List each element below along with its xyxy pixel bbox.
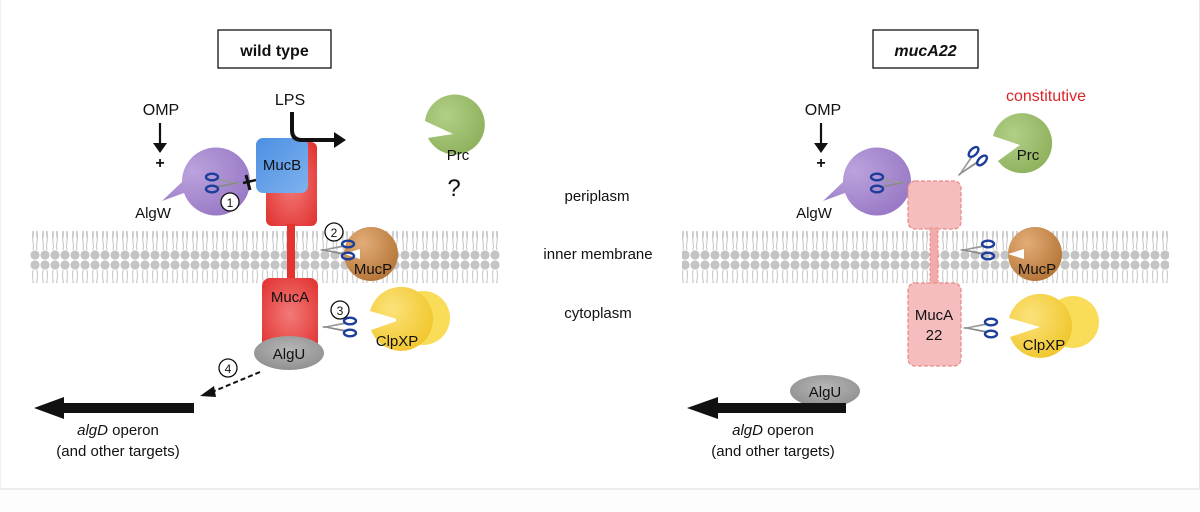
step-3-marker bbox=[330, 300, 350, 320]
mucA22-panel: mucA22 OMP + AlgW MucA 22 constitutive P… bbox=[682, 29, 1169, 460]
algd-operon-arrow-right bbox=[714, 403, 846, 413]
operon-label-right: algD operon bbox=[732, 422, 814, 439]
activation-plus-right: + bbox=[816, 155, 825, 172]
mucA-pathway-diagram: wild type OMP + AlgW 1 MucA MucB LPS Prc bbox=[30, 29, 1169, 460]
prc-label-left: Prc bbox=[447, 147, 470, 164]
step-1-marker bbox=[220, 192, 240, 212]
clpxp-label-right: ClpXP bbox=[1023, 337, 1066, 354]
mucp-protease-right bbox=[1008, 227, 1062, 281]
muca-cytoplasmic-domain bbox=[262, 278, 318, 350]
algu-label-right: AlgU bbox=[809, 384, 842, 401]
footer-divider bbox=[0, 488, 1200, 490]
muca22-label-line1: MucA bbox=[915, 307, 953, 324]
muca22-periplasmic-ghost bbox=[907, 180, 962, 230]
step-4-marker bbox=[218, 358, 238, 378]
inhibition-bar bbox=[244, 174, 252, 191]
svg-text:3: 3 bbox=[337, 304, 344, 318]
mucA22-title-box bbox=[872, 29, 979, 69]
svg-text:2: 2 bbox=[331, 226, 338, 240]
omp-label-left: OMP bbox=[143, 102, 179, 119]
prc-unknown-question-mark: ? bbox=[447, 175, 460, 202]
muca22-label-line2: 22 bbox=[926, 327, 943, 344]
operon-label-left: algD operon bbox=[77, 422, 159, 439]
mucb-label: MucB bbox=[263, 157, 301, 174]
wild-type-title: wild type bbox=[239, 43, 309, 60]
muca-label: MucA bbox=[271, 289, 309, 306]
constitutive-label: constitutive bbox=[1006, 88, 1086, 105]
inner-membrane-label: inner membrane bbox=[543, 246, 652, 263]
svg-text:4: 4 bbox=[225, 362, 232, 376]
inner-membrane-bilayer-left bbox=[30, 231, 500, 283]
algw-label-right: AlgW bbox=[796, 205, 833, 222]
operon-sublabel-right: (and other targets) bbox=[711, 443, 834, 460]
prc-protease-right bbox=[993, 113, 1053, 174]
operon-sublabel-left: (and other targets) bbox=[56, 443, 179, 460]
algw-protease-right bbox=[823, 147, 911, 216]
clpxp-protease-left bbox=[370, 286, 434, 351]
prc-label-right: Prc bbox=[1017, 147, 1040, 164]
lps-label: LPS bbox=[275, 92, 305, 109]
wild-type-title-box bbox=[217, 29, 332, 69]
muca-transmembrane-segment bbox=[287, 224, 295, 284]
lps-arrow bbox=[290, 112, 336, 142]
algw-label-left: AlgW bbox=[135, 205, 172, 222]
scissors-icon-prc-cut bbox=[950, 144, 990, 184]
algu-sigma-factor-right bbox=[790, 375, 860, 407]
omp-label-right: OMP bbox=[805, 102, 841, 119]
mucp-protease-left bbox=[344, 227, 398, 281]
algu-sigma-factor-left bbox=[254, 336, 324, 370]
release-dashed-arrow bbox=[211, 371, 261, 393]
scissors-icon-clpxp-cut bbox=[961, 317, 999, 339]
algd-operon-arrow-left bbox=[60, 403, 194, 413]
clpxp-protease-right bbox=[1009, 293, 1073, 358]
svg-text:1: 1 bbox=[227, 196, 234, 210]
mucp-label-right: MucP bbox=[1018, 261, 1056, 278]
mucA22-title: mucA22 bbox=[894, 43, 956, 60]
cytoplasm-label: cytoplasm bbox=[564, 305, 632, 322]
scissors-icon-cleavage-3 bbox=[320, 316, 358, 338]
activation-plus-left: + bbox=[155, 155, 164, 172]
mucb-protein bbox=[256, 138, 308, 193]
mucp-label-left: MucP bbox=[354, 261, 392, 278]
muca22-transmembrane-ghost bbox=[929, 227, 939, 285]
muca22-cytoplasmic-domain bbox=[907, 282, 962, 367]
algu-label-left: AlgU bbox=[273, 346, 306, 363]
step-2-marker bbox=[324, 222, 344, 242]
inner-membrane-bilayer-right bbox=[682, 231, 1169, 283]
periplasm-label: periplasm bbox=[564, 188, 629, 205]
wild-type-panel: wild type OMP + AlgW 1 MucA MucB LPS Prc bbox=[30, 29, 500, 460]
prc-protease-left bbox=[425, 94, 485, 155]
footer-area bbox=[0, 490, 1200, 512]
clpxp-label-left: ClpXP bbox=[376, 333, 419, 350]
